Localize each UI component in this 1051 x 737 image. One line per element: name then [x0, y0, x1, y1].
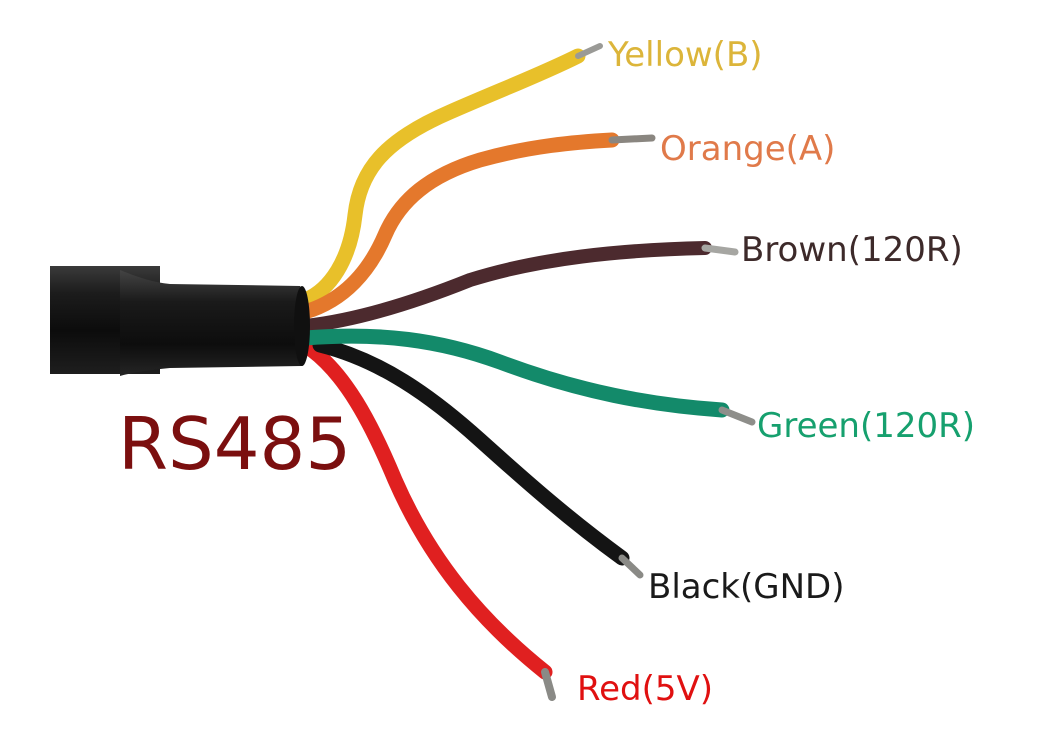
yellow-wire-label: Yellow(B)	[608, 35, 763, 75]
brown-wire-label: Brown(120R)	[741, 230, 963, 270]
wire-tips	[541, 43, 756, 701]
green-wire-label: Green(120R)	[757, 406, 976, 446]
wires	[297, 48, 730, 680]
yellow-wire-tip	[575, 43, 603, 59]
black-wire-tip	[618, 554, 644, 579]
orange-wire-label: Orange(A)	[660, 129, 836, 169]
orange-wire	[297, 132, 620, 320]
green-wire-tip	[718, 406, 756, 426]
yellow-wire	[297, 48, 586, 308]
brown-wire-tip	[701, 244, 739, 256]
heat-shrink-sleeve	[120, 270, 308, 376]
orange-wire-tip	[608, 134, 656, 144]
brown-wire	[298, 241, 712, 333]
green-wire	[297, 328, 730, 418]
red-wire-label: Red(5V)	[577, 669, 714, 709]
red-wire-tip	[541, 668, 556, 701]
cable-jacket	[50, 266, 310, 376]
cable-title: RS485	[118, 402, 352, 486]
jacket-end-face	[294, 286, 310, 366]
black-wire	[312, 337, 630, 566]
black-wire-label: Black(GND)	[648, 567, 845, 607]
red-wire	[304, 342, 553, 680]
